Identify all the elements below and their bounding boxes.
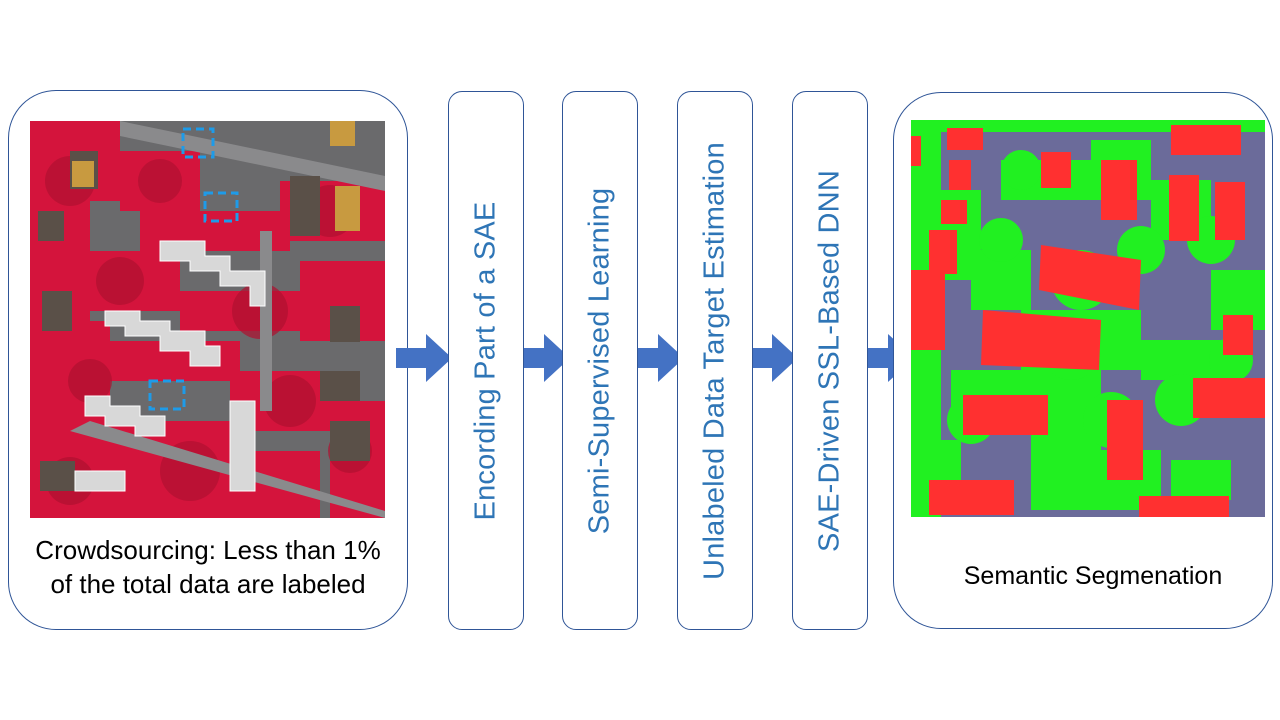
stage-sae-ssl-dnn-label: SAE-Driven SSL-Based DNN <box>813 169 846 552</box>
aerial-input-image <box>30 121 385 518</box>
stage-target-estimation-label: Unlabeled Data Target Estimation <box>698 141 731 580</box>
stage-encoding-label: Encording Part of a SAE <box>469 201 502 520</box>
stage-target-estimation: Unlabeled Data Target Estimation <box>677 91 753 630</box>
flow-arrow-4 <box>742 334 798 382</box>
stage-encoding: Encording Part of a SAE <box>448 91 524 630</box>
output-caption: Semantic Segmenation <box>963 562 1223 590</box>
stage-semi-supervised: Semi-Supervised Learning <box>562 91 638 630</box>
flow-arrow-3 <box>628 334 684 382</box>
input-caption-line1: Crowdsourcing: Less than 1% <box>35 535 381 565</box>
flow-arrow-1 <box>396 334 452 382</box>
stage-sae-ssl-dnn: SAE-Driven SSL-Based DNN <box>792 91 868 630</box>
segmentation-output-image <box>911 120 1265 517</box>
input-caption-line2: of the total data are labeled <box>50 569 366 599</box>
input-caption: Crowdsourcing: Less than 1% of the total… <box>10 533 406 601</box>
stage-semi-supervised-label: Semi-Supervised Learning <box>583 187 616 534</box>
flow-arrow-2 <box>514 334 570 382</box>
